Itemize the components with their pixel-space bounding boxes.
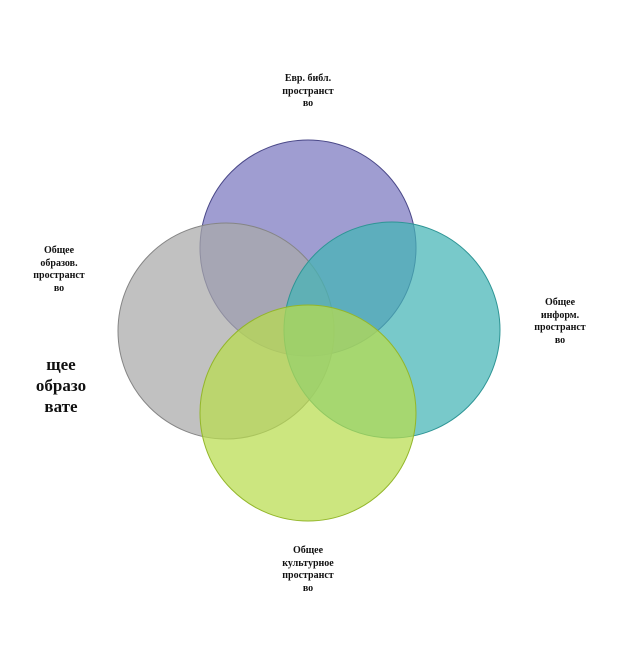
label-line: во: [302, 98, 314, 109]
label-line: Общее: [544, 297, 576, 308]
label-bottom-circle: Общее культурное пространст во: [252, 545, 364, 595]
overlay-text-line: щее: [46, 355, 76, 374]
label-line: информ.: [540, 309, 580, 321]
label-line: Общее: [43, 245, 75, 256]
label-line: Общее: [292, 545, 324, 556]
label-line: пространст: [33, 270, 85, 281]
label-line: культурное: [282, 557, 334, 569]
label-line: пространст: [534, 322, 586, 333]
label-right-circle: Общее информ. пространст во: [520, 297, 600, 347]
label-line: во: [554, 334, 566, 346]
label-line: во: [302, 582, 314, 594]
label-line: пространст: [282, 85, 334, 97]
label-line: Евр. библ.: [284, 73, 332, 84]
overlay-text-line: вате: [44, 397, 78, 416]
label-top-circle: Евр. библ. пространст во: [258, 73, 358, 111]
circle-bottom: [199, 304, 417, 522]
overlay-text: щее образо вате: [28, 354, 94, 417]
label-line: образов.: [40, 257, 78, 269]
label-left-circle: Общее образов. пространст во: [17, 245, 101, 295]
overlay-text-line: образо: [35, 376, 87, 395]
label-line: пространст: [282, 570, 334, 581]
label-line: во: [53, 282, 65, 294]
